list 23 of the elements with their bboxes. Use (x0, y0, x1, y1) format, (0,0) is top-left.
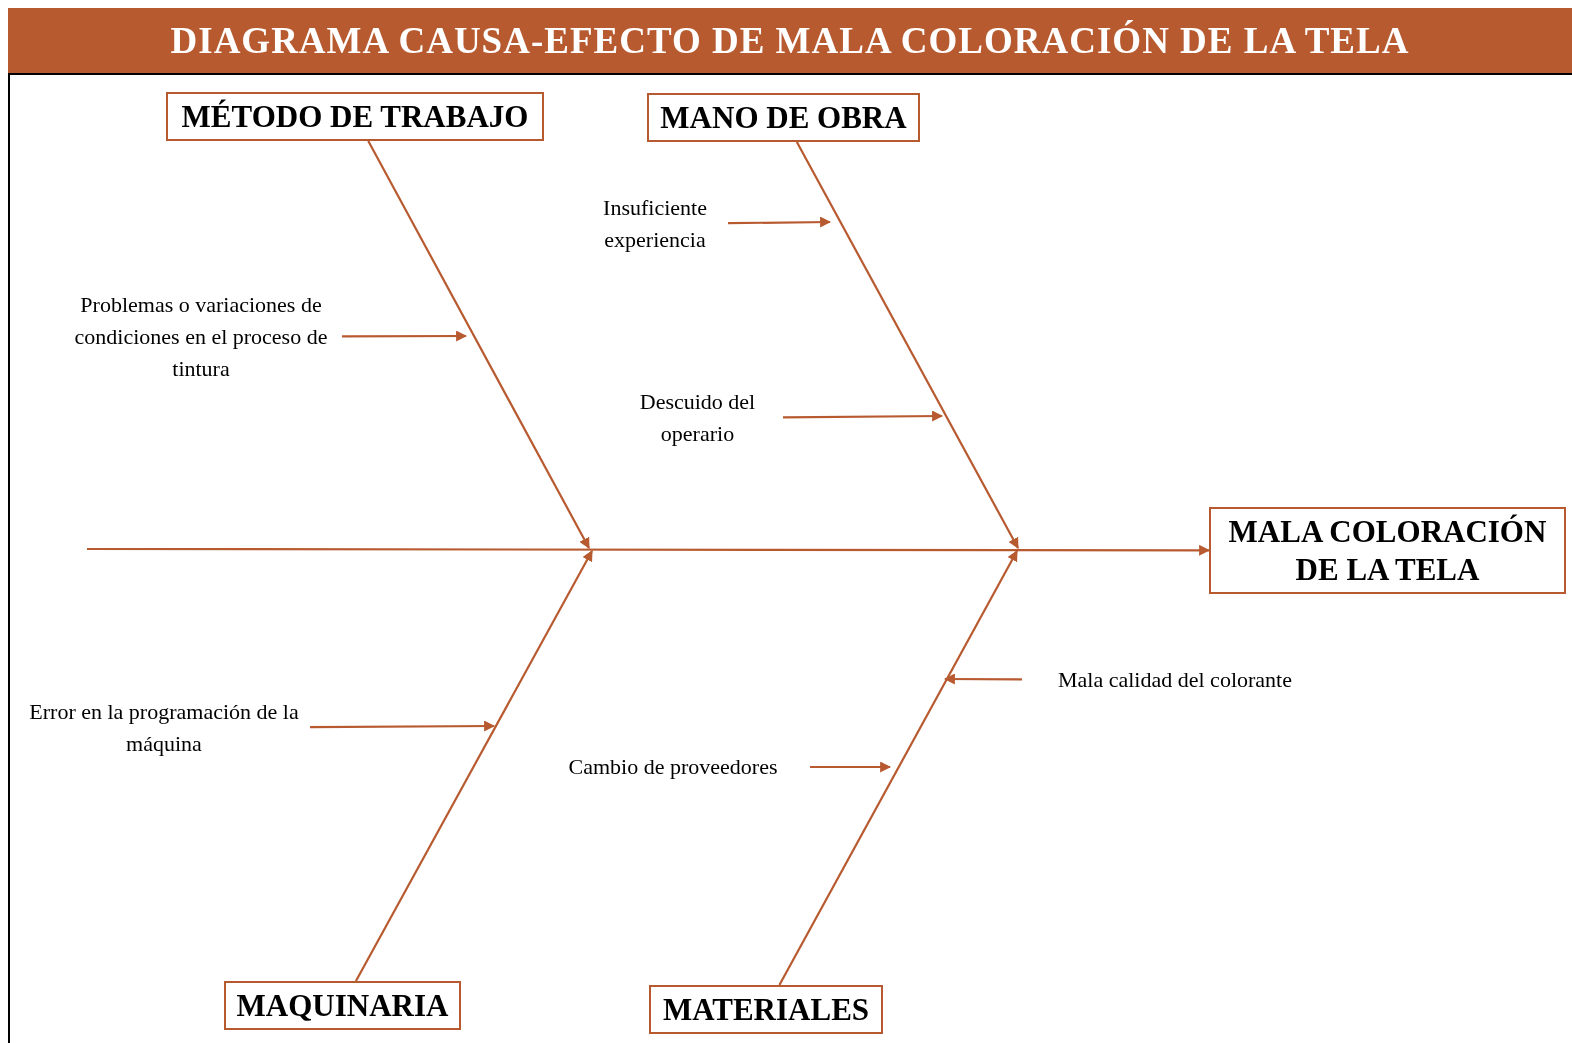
cause-text: Insuficiente experiencia (590, 192, 720, 256)
category-box: MANO DE OBRA (647, 93, 920, 142)
arrow (783, 410, 944, 422)
arrow (342, 330, 468, 342)
arrow (810, 761, 892, 773)
arrow (355, 550, 593, 982)
title-banner: DIAGRAMA CAUSA-EFECTO DE MALA COLORACIÓN DE LA TELA (8, 8, 1572, 75)
cause-text: Descuido del operario (620, 386, 775, 450)
arrow (87, 544, 1211, 556)
arrow (367, 140, 590, 549)
arrow (778, 550, 1018, 986)
cause-text: Problemas o variaciones de condiciones en el proceso de tintura (68, 289, 334, 385)
category-box: MÉTODO DE TRABAJO (166, 92, 544, 141)
cause-text: Cambio de proveedores (544, 751, 802, 783)
cause-text: Mala calidad del colorante (1030, 664, 1320, 696)
arrow (728, 216, 832, 228)
arrow (943, 673, 1022, 685)
effect-box: MALA COLORACIÓN DE LA TELA (1209, 507, 1566, 594)
cause-text: Error en la programación de la máquina (26, 696, 302, 760)
arrow (795, 141, 1019, 549)
category-box: MATERIALES (649, 985, 883, 1034)
arrow (310, 720, 496, 732)
category-box: MAQUINARIA (224, 981, 461, 1030)
